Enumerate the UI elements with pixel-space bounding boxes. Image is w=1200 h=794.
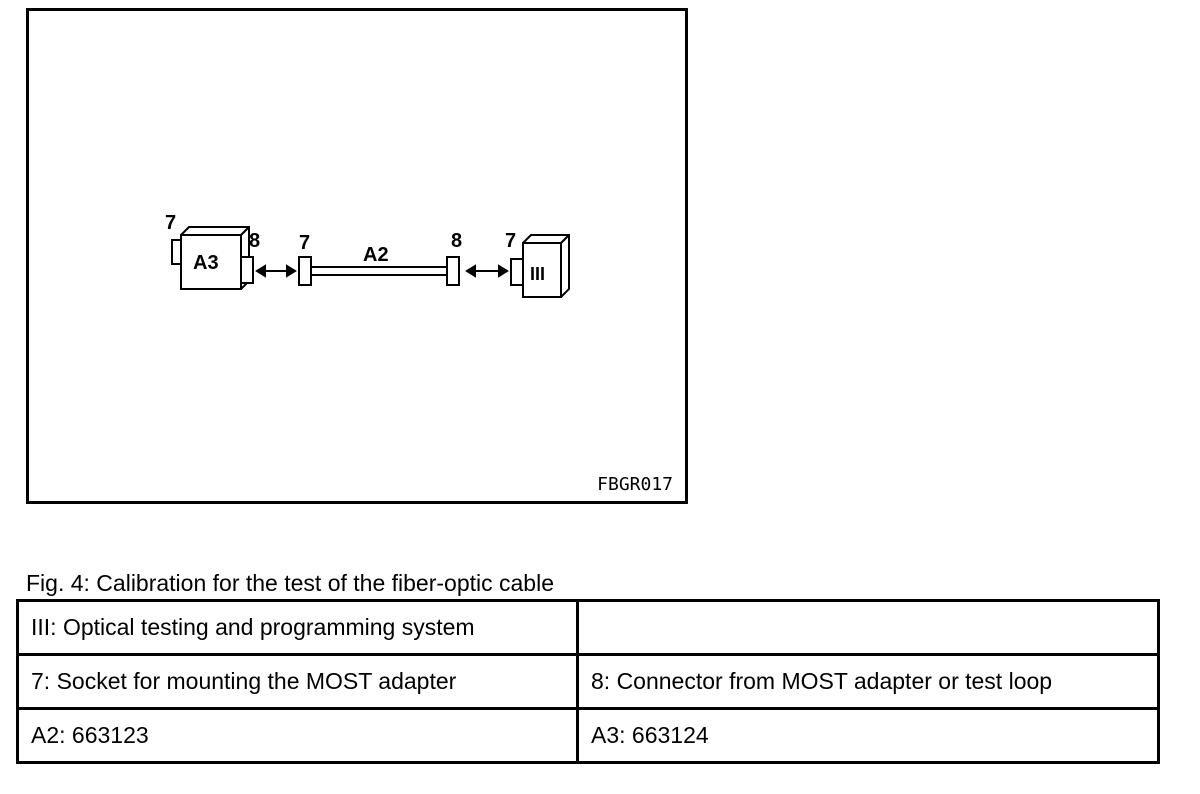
- table-row: A2: 663123 A3: 663124: [16, 707, 1160, 764]
- legend-cell: A3: 663124: [576, 707, 1160, 764]
- diagram-labels: 7 A3 8 7 A2 8 7 III: [165, 212, 545, 284]
- tester-socket-label: 7: [505, 230, 516, 252]
- cable-label: A2: [363, 244, 389, 266]
- table-row: III: Optical testing and programming sys…: [16, 599, 1160, 656]
- figure-caption: Fig. 4: Calibration for the test of the …: [26, 570, 554, 596]
- table-row: 7: Socket for mounting the MOST adapter …: [16, 653, 1160, 710]
- legend-cell: 7: Socket for mounting the MOST adapter: [16, 653, 579, 710]
- a3-connector-label: 8: [249, 230, 260, 252]
- a3-box-label: A3: [193, 252, 219, 274]
- legend-table: III: Optical testing and programming sys…: [16, 599, 1160, 764]
- a2-cable: [298, 256, 460, 286]
- legend-cell: III: Optical testing and programming sys…: [16, 599, 579, 656]
- figure-code: FBGR017: [597, 474, 673, 495]
- legend-cell: 8: Connector from MOST adapter or test l…: [576, 653, 1160, 710]
- tester-box-label: III: [530, 264, 545, 284]
- fiber-optic-calibration-diagram: 7 A3 8 7 A2 8 7 III: [165, 212, 570, 298]
- legend-cell: [576, 599, 1160, 656]
- legend-cell: A2: 663123: [16, 707, 579, 764]
- a3-socket-label: 7: [165, 212, 176, 234]
- cable-left-socket-label: 7: [299, 232, 310, 254]
- cable-right-connector-label: 8: [451, 230, 462, 252]
- tester-box: [510, 234, 570, 298]
- left-double-arrow: [255, 264, 297, 278]
- figure-frame: 7 A3 8 7 A2 8 7 III FBGR017: [26, 8, 688, 504]
- right-double-arrow: [465, 264, 509, 278]
- a3-adapter-box: [171, 226, 254, 290]
